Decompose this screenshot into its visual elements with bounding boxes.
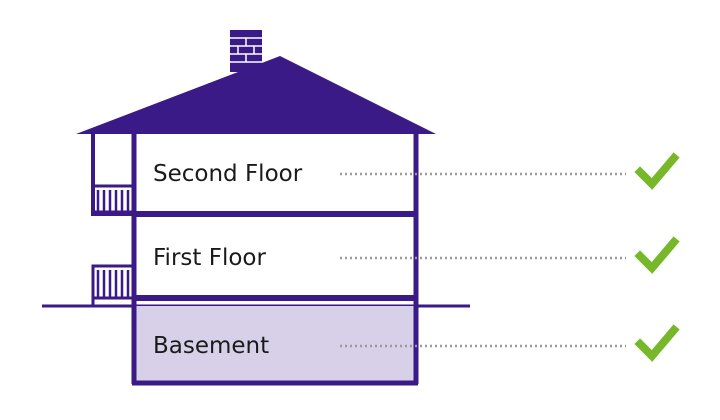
check-icon <box>634 324 680 362</box>
check-icon <box>634 236 680 274</box>
balcony-railing-icon <box>91 264 135 306</box>
roof <box>76 56 436 134</box>
chimney-icon <box>230 30 262 72</box>
floor-label-basement: Basement <box>153 333 269 359</box>
balcony-railing-icon <box>91 184 135 214</box>
check-icon <box>634 152 680 190</box>
floor-label-second: Second Floor <box>153 161 303 187</box>
basement-fill <box>134 306 416 382</box>
floor-label-first: First Floor <box>153 245 266 271</box>
